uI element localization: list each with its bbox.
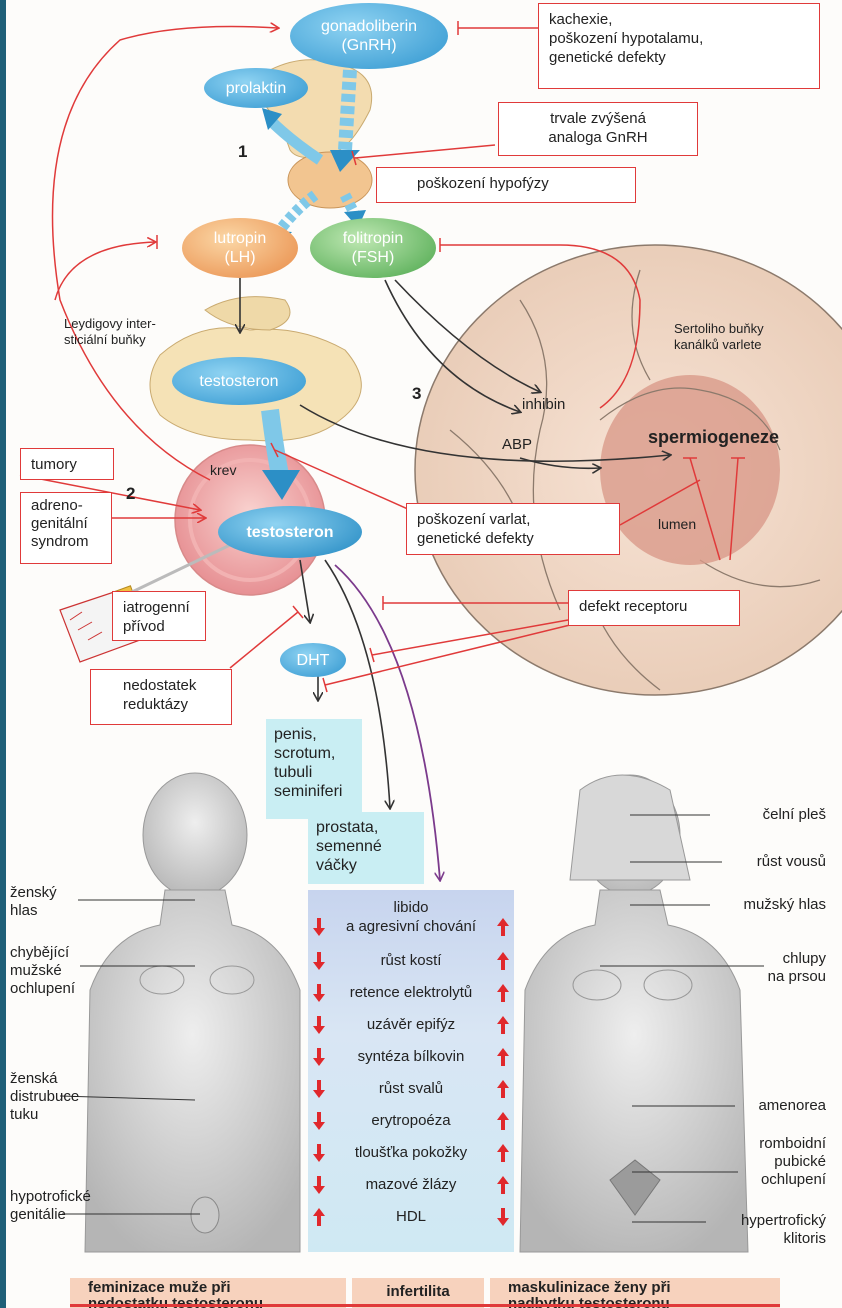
inhibin-label: inhibin [522, 396, 565, 414]
effect-label-7: tloušťka pokožky [330, 1144, 492, 1162]
tubule-section [415, 245, 842, 695]
effect-label-5: růst svalů [330, 1080, 492, 1098]
testosteron-leydig-pill: testosteron [172, 357, 306, 405]
arrow-up-icon [496, 1016, 510, 1034]
dht-label: DHT [297, 651, 330, 670]
effect-row-9: HDL [308, 1208, 514, 1230]
step-number-3: 3 [412, 384, 421, 404]
cause-iatrogenni: iatrogenní přívod [112, 591, 206, 641]
arrow-up-icon [496, 952, 510, 970]
effect-label-6: erytropoéza [330, 1112, 492, 1130]
sertoli-label: Sertoliho buňky kanálků varlete [674, 321, 764, 353]
effect-label-0: libido a agresivní chování [330, 898, 492, 936]
effect-row-6: erytropoéza [308, 1112, 514, 1134]
effects-table: libido a agresivní chování růst kostí re… [308, 890, 514, 1252]
step-number-1: 1 [238, 142, 247, 162]
cause-reduktaza: nedostatek reduktázy [90, 669, 232, 725]
abp-label: ABP [502, 436, 532, 454]
effect-row-1: růst kostí [308, 952, 514, 974]
arrow-down-icon [312, 918, 326, 936]
target-prostata: prostata, semenné váčky [308, 812, 424, 884]
arrow-down-icon [312, 1016, 326, 1034]
cause-receptor: defekt receptoru [568, 590, 740, 626]
prolaktin-label: prolaktin [226, 79, 286, 98]
arrow-down-icon [312, 1176, 326, 1194]
arrow-up-icon [496, 1176, 510, 1194]
male-label-hlas: ženský hlas [10, 884, 57, 920]
leydig-label: Leydigovy inter- sticiální buňky [64, 316, 156, 348]
lh-pill: lutropin (LH) [182, 218, 298, 278]
arrow-down-icon [312, 984, 326, 1002]
arrow-up-icon [496, 1080, 510, 1098]
arrow-down-icon [312, 1112, 326, 1130]
effect-label-4: syntéza bílkovin [330, 1048, 492, 1066]
prolaktin-pill: prolaktin [204, 68, 308, 108]
banner-underline [70, 1304, 780, 1307]
effect-row-8: mazové žlázy [308, 1176, 514, 1198]
arrow-up-icon [496, 984, 510, 1002]
arrow-up-icon [496, 1112, 510, 1130]
cause-tumory: tumory [20, 448, 114, 480]
male-label-ochlupeni: chybějící mužské ochlupení [10, 944, 75, 998]
lumen-label: lumen [658, 515, 696, 533]
female-label-hlas: mužský hlas [712, 896, 826, 914]
cause-kachexie: kachexie, poškození hypotalamu, genetick… [538, 3, 820, 89]
effect-label-9: HDL [330, 1208, 492, 1226]
arrow-up-icon [496, 1048, 510, 1066]
effect-row-7: tloušťka pokožky [308, 1144, 514, 1166]
female-label-ples: čelní pleš [718, 806, 826, 824]
testosteron-blood-pill: testosteron [218, 506, 362, 558]
female-figure [520, 775, 748, 1252]
arrow-down-icon [312, 1080, 326, 1098]
female-label-klitoris: hypertrofický klitoris [708, 1212, 826, 1248]
effect-label-1: růst kostí [330, 952, 492, 970]
effect-row-5: růst svalů [308, 1080, 514, 1102]
lh-label: lutropin (LH) [214, 229, 266, 267]
arrow-down-icon [312, 952, 326, 970]
testosteron-blood-label: testosteron [246, 523, 333, 542]
arrow-up-icon [496, 918, 510, 936]
cause-hypofyza: poškození hypofýzy [376, 167, 636, 203]
cause-adreno: adreno- genitální syndrom [20, 492, 112, 564]
arrow-down-icon [496, 1208, 510, 1226]
arrow-down-icon [312, 1144, 326, 1162]
male-figure [85, 773, 300, 1252]
fsh-label: folitropin (FSH) [343, 229, 403, 267]
male-label-genitalie: hypotrofické genitálie [10, 1188, 91, 1224]
male-label-tuk: ženská distrubuce tuku [10, 1070, 79, 1124]
effect-row-4: syntéza bílkovin [308, 1048, 514, 1070]
fsh-pill: folitropin (FSH) [310, 218, 436, 278]
cause-analoga: trvale zvýšená analoga GnRH [498, 102, 698, 156]
step-number-2: 2 [126, 484, 135, 504]
female-label-amenorea: amenorea [736, 1097, 826, 1115]
effect-row-2: retence elektrolytů [308, 984, 514, 1006]
effect-row-3: uzávěr epifýz [308, 1016, 514, 1038]
female-label-pubicke: romboidní pubické ochlupení [726, 1135, 826, 1189]
gnrh-pill: gonadoliberin (GnRH) [290, 3, 448, 69]
effect-row-0: libido a agresivní chování [308, 898, 514, 938]
arrow-down-icon [312, 1048, 326, 1066]
gnrh-label: gonadoliberin (GnRH) [321, 17, 417, 55]
arrow-up-icon [312, 1208, 326, 1226]
effect-label-8: mazové žlázy [330, 1176, 492, 1194]
edge-strip [0, 0, 6, 1308]
cause-varlata: poškození varlat, genetické defekty [406, 503, 620, 555]
female-label-chlupy: chlupy na prsou [746, 950, 826, 986]
female-label-vousy: růst vousů [724, 853, 826, 871]
testosteron-leydig-label: testosteron [199, 372, 278, 391]
spermiogeneze-label: spermiogeneze [648, 428, 779, 446]
effect-label-2: retence elektrolytů [330, 984, 492, 1002]
dht-pill: DHT [280, 643, 346, 677]
effect-label-3: uzávěr epifýz [330, 1016, 492, 1034]
krev-label: krev [210, 461, 236, 479]
target-penis: penis, scrotum, tubuli seminiferi [266, 719, 362, 819]
arrow-up-icon [496, 1144, 510, 1162]
